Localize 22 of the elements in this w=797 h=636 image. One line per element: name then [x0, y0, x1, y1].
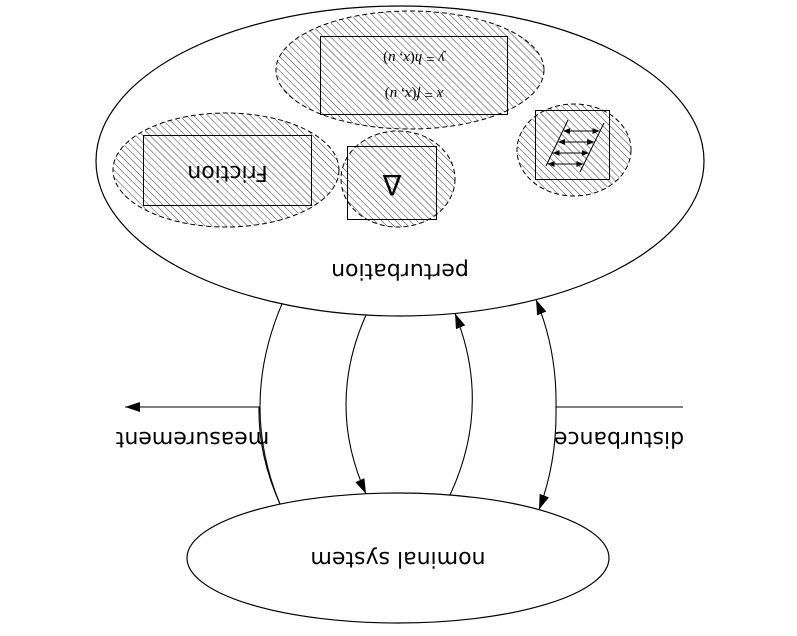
node-label: nominal system — [310, 545, 486, 572]
connector-line — [259, 304, 283, 504]
rectangle-block — [143, 135, 312, 206]
equation-text: x = f(x, u) — [384, 86, 444, 104]
node-label: Friction — [187, 158, 268, 185]
hatched-ellipse — [516, 103, 632, 197]
arrow — [450, 313, 473, 496]
hatched-ellipse — [340, 130, 456, 228]
ellipse-node — [186, 492, 610, 624]
output-label: measurement — [116, 425, 270, 452]
delta-symbol: Δ — [382, 167, 402, 201]
input-label: disturbance — [554, 425, 684, 452]
hatched-ellipse — [275, 10, 545, 130]
large-ellipse — [95, 5, 705, 317]
arrow — [345, 314, 366, 494]
rectangle-block — [320, 36, 508, 115]
rectangle-block — [347, 146, 437, 220]
equation-text: y = h(x, u) — [383, 50, 445, 68]
hatched-ellipse — [112, 112, 340, 228]
arrow — [538, 406, 683, 510]
arrow — [125, 402, 280, 504]
node-label: perturbation — [331, 257, 469, 284]
